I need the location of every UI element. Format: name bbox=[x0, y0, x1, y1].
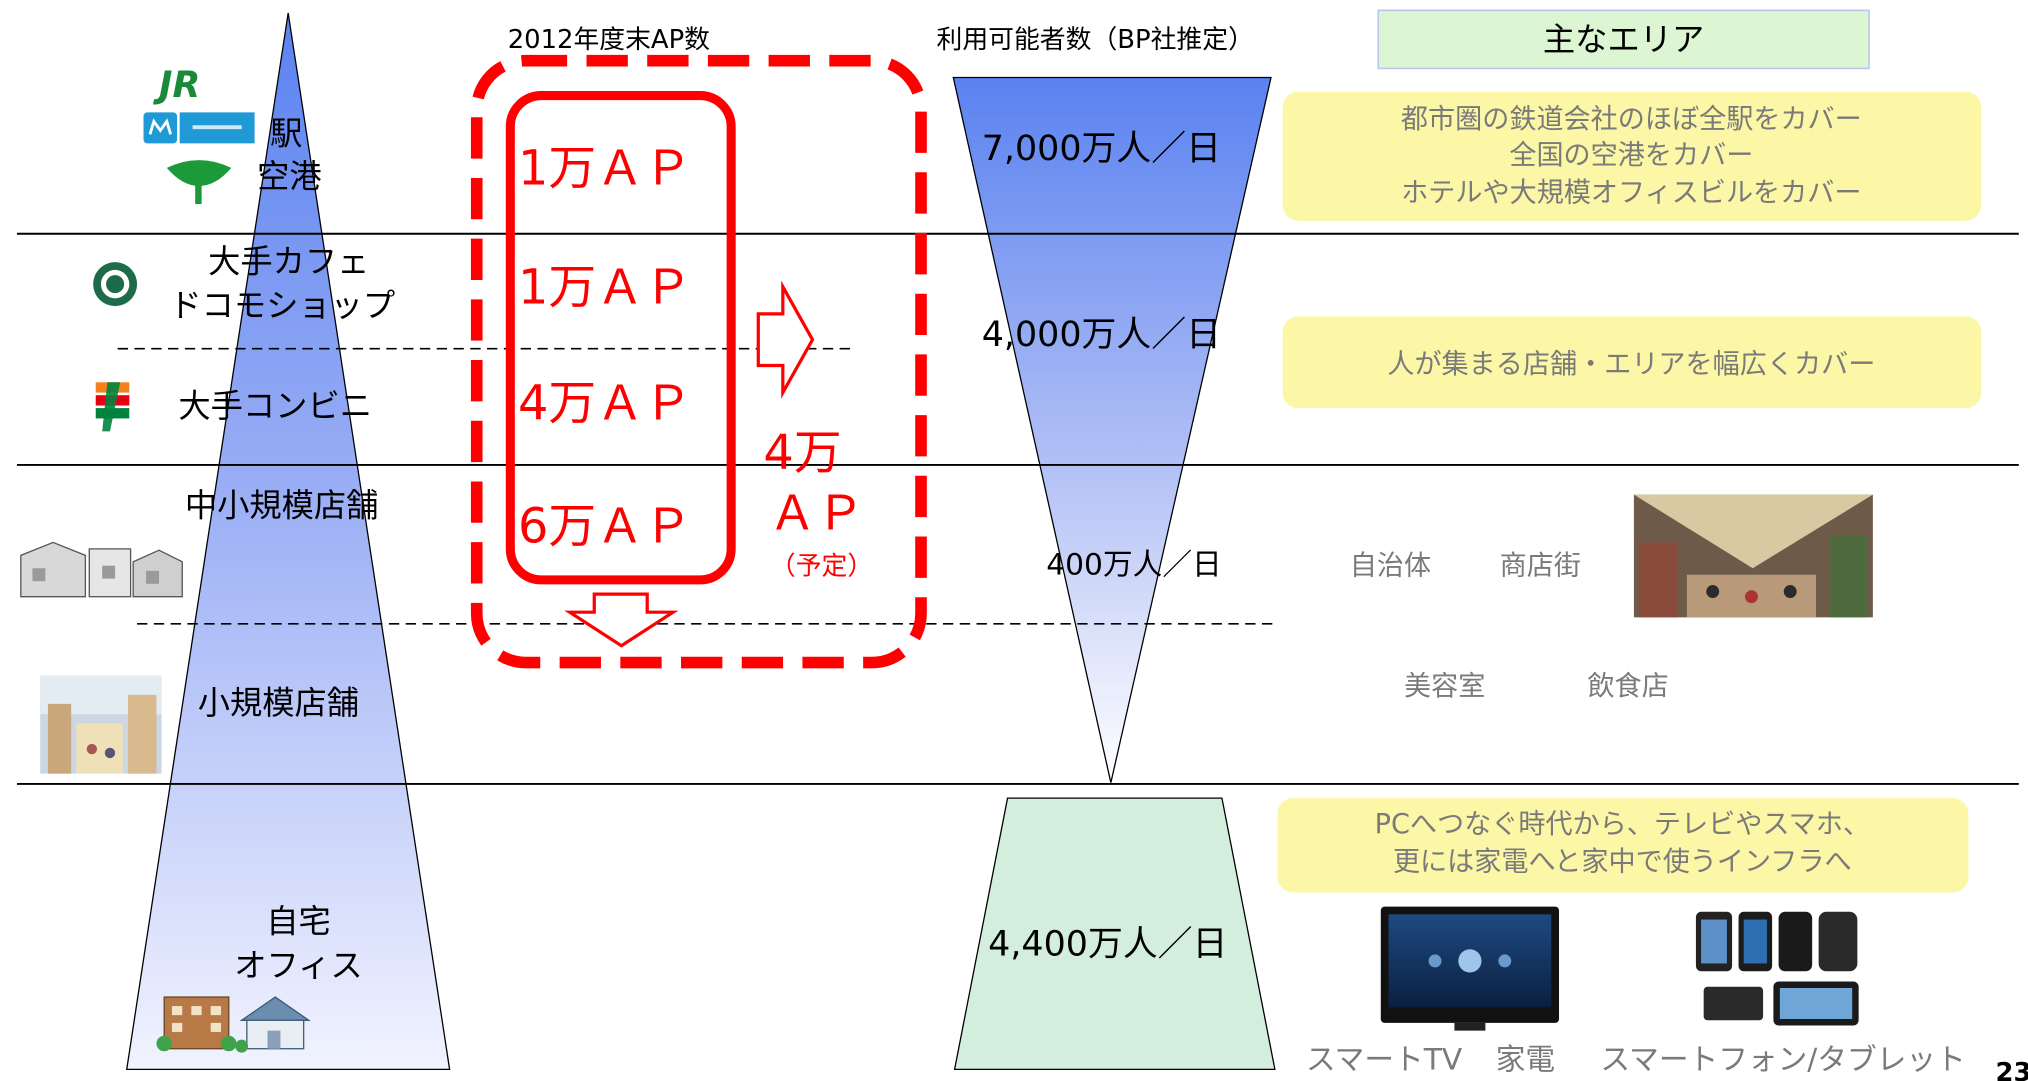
down-arrow-icon bbox=[564, 592, 679, 648]
areas-header-box bbox=[1377, 9, 1870, 70]
users-home-value: 4,400万人／日 bbox=[988, 925, 1227, 965]
right-arrow-icon bbox=[756, 280, 815, 399]
street-photo bbox=[40, 675, 162, 774]
ap-planned-unit: ＡＰ bbox=[769, 487, 865, 542]
ap-convenience-value: 4万ＡＰ bbox=[518, 377, 692, 432]
coverage-pyramid bbox=[125, 12, 451, 1071]
home-label: 自宅 bbox=[266, 902, 331, 940]
tokyo-metro-logo bbox=[143, 112, 255, 144]
home-users-trapezoid bbox=[953, 797, 1276, 1071]
rail-coverage-line3: ホテルや大規模オフィスビルをカバー bbox=[1401, 177, 1861, 208]
shopping-street-illustration bbox=[14, 535, 185, 601]
page-number: 23 bbox=[1996, 1058, 2028, 1081]
small-medium-shops-label: 中小規模店舗 bbox=[185, 487, 379, 525]
office-building-icon bbox=[156, 996, 237, 1052]
home-infra-line1: PCへつなぐ時代から、テレビやスマホ、 bbox=[1375, 809, 1870, 840]
ap-station-value: 1万ＡＰ bbox=[518, 142, 692, 197]
ap-current-frame bbox=[505, 91, 736, 585]
svg-text:JR: JR bbox=[153, 63, 200, 106]
users-funnel bbox=[952, 76, 1272, 783]
airport-label: 空港 bbox=[257, 157, 322, 195]
home-infra-box bbox=[1277, 798, 1969, 893]
local-gov-label: 自治体 bbox=[1350, 551, 1431, 582]
seven-eleven-logo bbox=[95, 382, 130, 432]
station-label: 駅 bbox=[270, 115, 302, 153]
jr-logo: JR bbox=[153, 63, 200, 106]
rail-coverage-line2: 全国の空港をカバー bbox=[1509, 140, 1753, 171]
ap-total-dashed-frame bbox=[470, 54, 927, 669]
users-shops-value: 4,000万人／日 bbox=[982, 315, 1221, 355]
areas-header: 主なエリア bbox=[1543, 20, 1704, 58]
shopping-arcade-photo bbox=[1633, 494, 1873, 618]
smart-tv-label: スマートTV bbox=[1306, 1042, 1463, 1077]
ap-cafe-value: 1万ＡＰ bbox=[518, 261, 692, 316]
shops-coverage-box bbox=[1282, 316, 1982, 409]
small-shops-label: 小規模店舗 bbox=[198, 684, 359, 722]
beauty-salon-label: 美容室 bbox=[1404, 671, 1485, 702]
ap-planned-value: 4万 bbox=[763, 426, 841, 481]
home-infra-line2: 更には家電へと家中で使うインフラへ bbox=[1393, 846, 1852, 877]
users-local-value: 400万人／日 bbox=[1046, 548, 1221, 583]
ap-count-header: 2012年度末AP数 bbox=[508, 25, 710, 55]
restaurant-label: 飲食店 bbox=[1587, 671, 1668, 702]
convenience-label: 大手コンビニ bbox=[178, 387, 372, 425]
house-icon bbox=[235, 996, 311, 1053]
users-header: 利用可能者数（BP社推定） bbox=[937, 25, 1254, 55]
rail-coverage-line1: 都市圏の鉄道会社のほぼ全駅をカバー bbox=[1401, 104, 1862, 135]
starbucks-logo bbox=[93, 262, 138, 307]
smart-tv-image bbox=[1380, 906, 1560, 1031]
rail-coverage-box bbox=[1282, 91, 1982, 221]
ap-planned-note: （予定） bbox=[770, 552, 873, 582]
ap-small-medium-value: 6万ＡＰ bbox=[518, 499, 692, 554]
smartphone-tablet-label: スマートフォン/タブレット bbox=[1600, 1042, 1965, 1077]
jal-crane-logo bbox=[166, 160, 232, 205]
smartphones-tablet-image bbox=[1695, 911, 1859, 1026]
shops-coverage-text: 人が集まる店舗・エリアを幅広くカバー bbox=[1387, 349, 1875, 380]
appliance-label: 家電 bbox=[1496, 1042, 1555, 1077]
docomo-shop-label: ドコモショップ bbox=[169, 286, 395, 324]
cafe-label: 大手カフェ bbox=[208, 243, 369, 281]
office-label: オフィス bbox=[234, 946, 362, 984]
shopping-street-label: 商店街 bbox=[1500, 551, 1581, 582]
users-station-value: 7,000万人／日 bbox=[982, 129, 1221, 169]
